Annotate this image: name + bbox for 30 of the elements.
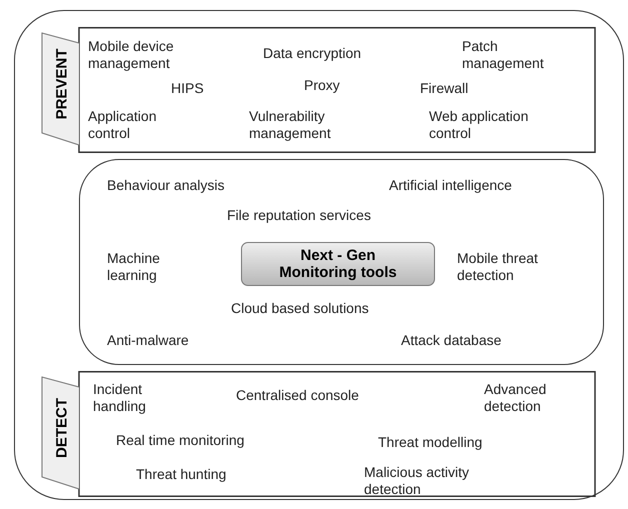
center-panel	[79, 159, 604, 365]
item-label: Machine learning	[107, 250, 161, 284]
item-label: Malicious activity detection	[364, 464, 470, 498]
item-label: Artificial intelligence	[389, 177, 512, 194]
item-label: Threat modelling	[378, 434, 482, 451]
panel-heading: DETECT	[54, 398, 70, 458]
item-label: Anti-malware	[107, 332, 189, 349]
item-label: Cloud based solutions	[231, 300, 369, 317]
item-label: Real time monitoring	[116, 432, 244, 449]
item-label: Web application control	[429, 108, 530, 142]
outer-frame	[14, 10, 624, 500]
item-label: Incident handling	[93, 381, 147, 415]
item-label: Mobile threat detection	[457, 250, 539, 284]
item-label: File reputation services	[227, 207, 371, 224]
panel-heading: PREVENT	[54, 48, 70, 120]
item-label: Vulnerability management	[249, 108, 332, 142]
item-label: Behaviour analysis	[107, 177, 225, 194]
item-label: Proxy	[304, 77, 340, 94]
item-label: Attack database	[401, 332, 502, 349]
item-label: Patch management	[462, 38, 545, 72]
center-box	[241, 242, 435, 286]
item-label: HIPS	[171, 80, 204, 97]
item-label: Firewall	[420, 80, 468, 97]
center-title: Next - Gen Monitoring tools	[278, 247, 398, 281]
item-label: Mobile device management	[88, 38, 175, 72]
item-label: Data encryption	[263, 45, 362, 62]
item-label: Application control	[88, 108, 158, 142]
item-label: Threat hunting	[136, 466, 226, 483]
item-label: Advanced detection	[484, 381, 548, 415]
item-label: Centralised console	[236, 387, 359, 404]
